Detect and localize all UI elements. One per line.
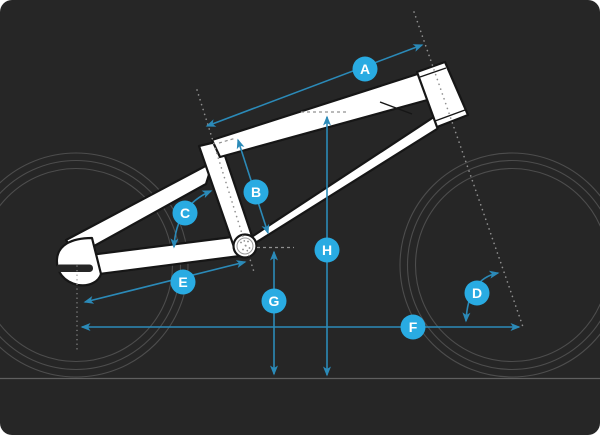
steering-axis-guide — [413, 11, 524, 328]
seat-tube-axis-guide — [196, 89, 255, 273]
badge-letter-d: D — [472, 285, 482, 301]
measure-badge-d: D — [464, 280, 490, 306]
headset-cup-top — [419, 67, 447, 78]
measure-badge-e: E — [170, 269, 196, 295]
badge-letter-f: F — [409, 319, 418, 335]
badge-letter-h: H — [322, 242, 332, 258]
headset-cup-bottom — [434, 109, 466, 122]
measure-badge-g: G — [261, 288, 287, 314]
dropout-slot — [56, 264, 93, 272]
badge-letter-a: A — [360, 61, 370, 77]
seat-top-dash — [218, 137, 237, 144]
bottom-bracket-inner — [236, 237, 254, 255]
guide-lines — [76, 11, 524, 350]
badge-letter-c: C — [180, 205, 190, 221]
measure-badges: A B C D E F G — [170, 56, 490, 340]
measure-badge-c: C — [172, 200, 198, 226]
front-wheel — [399, 152, 600, 378]
badge-letter-g: G — [269, 293, 280, 309]
badge-letter-b: B — [251, 184, 261, 200]
measure-line-e — [83, 260, 247, 304]
measure-badge-a: A — [352, 56, 378, 82]
measure-badge-h: H — [314, 237, 340, 263]
bike-frame — [55, 60, 470, 287]
rear-dropout — [55, 236, 103, 287]
measure-badge-b: B — [243, 179, 269, 205]
badge-letter-e: E — [178, 274, 187, 290]
measure-line-a — [205, 44, 424, 127]
measure-badge-f: F — [400, 314, 426, 340]
